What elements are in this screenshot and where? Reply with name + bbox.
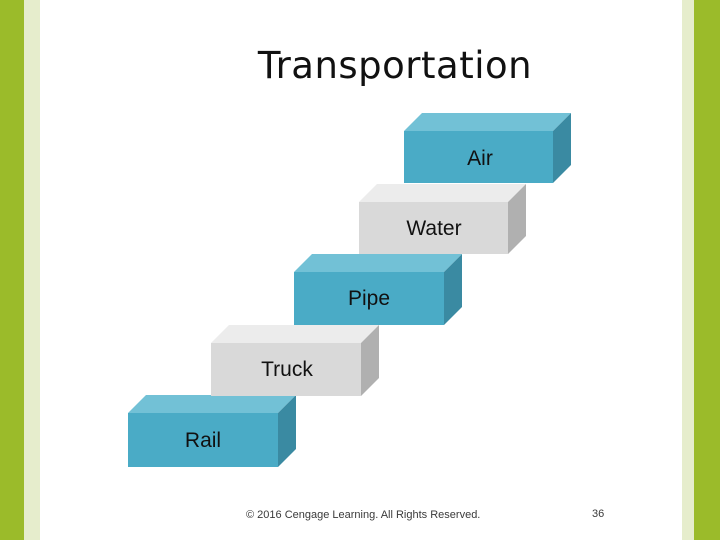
step-block-truck: Truck [211, 325, 379, 396]
step-label-rail: Rail [185, 429, 221, 452]
step-side-face [508, 184, 526, 254]
step-side-face [278, 395, 296, 467]
left-border-pale [24, 0, 40, 540]
step-label-water: Water [406, 217, 461, 240]
step-top-face [294, 254, 462, 272]
right-border-pale [682, 0, 694, 540]
slide-title: Transportation [257, 44, 533, 87]
step-side-face [444, 254, 462, 325]
copyright-footer: © 2016 Cengage Learning. All Rights Rese… [246, 509, 481, 521]
step-block-pipe: Pipe [294, 254, 462, 325]
step-block-water: Water [359, 184, 526, 254]
step-top-face [128, 395, 296, 413]
step-side-face [361, 325, 379, 396]
step-front-face [404, 131, 553, 183]
right-border-green [694, 0, 720, 540]
page-number: 36 [592, 508, 605, 520]
left-border-green [0, 0, 24, 540]
step-top-face [404, 113, 571, 131]
step-front-face [359, 202, 508, 254]
step-label-truck: Truck [261, 358, 313, 381]
step-top-face [211, 325, 379, 343]
step-front-face [294, 272, 444, 325]
step-front-face [211, 343, 361, 396]
step-label-pipe: Pipe [348, 287, 390, 310]
step-label-air: Air [467, 147, 493, 170]
step-top-face [359, 184, 526, 202]
step-front-face [128, 413, 278, 467]
step-side-face [553, 113, 571, 183]
step-block-rail: Rail [128, 395, 296, 467]
step-block-air: Air [404, 113, 571, 183]
